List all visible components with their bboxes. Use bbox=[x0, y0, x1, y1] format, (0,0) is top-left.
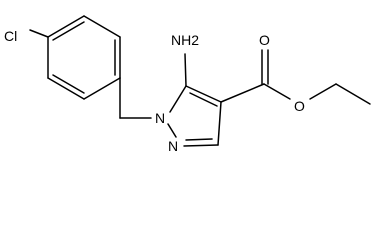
amino-label: NH2 bbox=[171, 32, 199, 48]
bond-ch2-ch3 bbox=[335, 83, 371, 105]
bond-n1-c5 bbox=[169, 85, 187, 113]
bond-ring-1 bbox=[47, 15, 85, 38]
bond-ring-5-inner bbox=[52, 74, 85, 94]
bond-carbonyl-ester-o bbox=[263, 83, 291, 100]
bond-c3-n2 bbox=[183, 144, 219, 147]
chlorine-label: Cl bbox=[4, 28, 17, 44]
bond-ester-o-ch2 bbox=[309, 83, 337, 100]
pyrazole-ring bbox=[167, 85, 222, 147]
carbonyl-oxygen-label: O bbox=[259, 32, 270, 48]
bond-ring-4 bbox=[83, 77, 121, 100]
bond-c5-nh2 bbox=[184, 53, 187, 87]
bond-c4-carbonyl bbox=[220, 83, 265, 103]
bond-ring-5 bbox=[47, 77, 85, 100]
bond-c-cl bbox=[29, 29, 49, 38]
bond-n2-n1 bbox=[167, 123, 177, 138]
pyrazole-n1-label: N bbox=[155, 110, 165, 126]
chlorophenyl-ring bbox=[47, 15, 121, 100]
ester-oxygen-label: O bbox=[294, 98, 305, 114]
bond-ring-1-inner bbox=[52, 21, 85, 41]
bond-c5-c4-inner bbox=[189, 92, 218, 107]
bond-c3-n2-inner bbox=[185, 138, 213, 141]
bond-ring-2 bbox=[83, 15, 121, 38]
pyrazole-n2-label: N bbox=[168, 138, 178, 154]
bond-c4-c3 bbox=[217, 101, 222, 146]
molecule-diagram: Cl NH2 N N O O bbox=[4, 15, 371, 154]
structure-canvas: Cl NH2 N N O O bbox=[4, 15, 371, 154]
bond-c5-c4 bbox=[185, 85, 222, 103]
